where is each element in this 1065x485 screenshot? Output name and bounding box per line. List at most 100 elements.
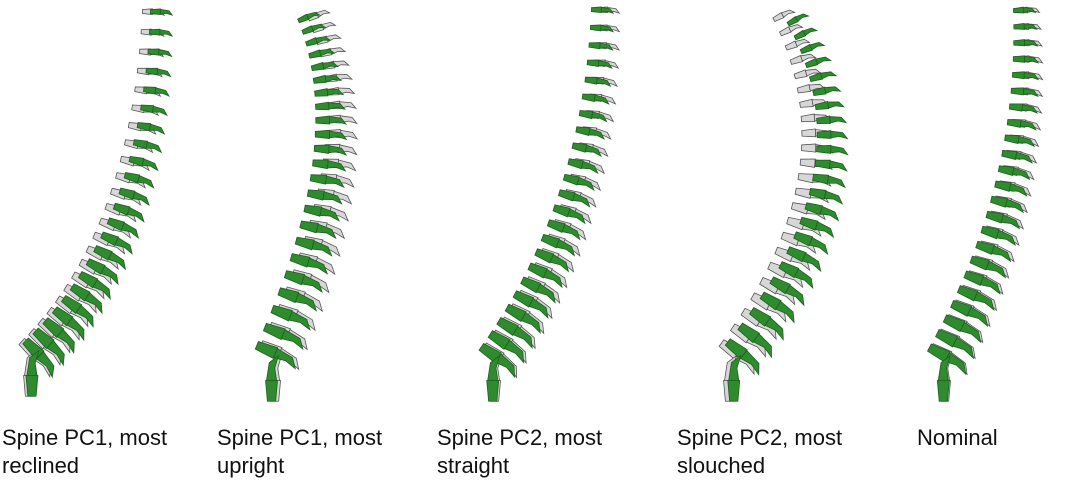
caption: Spine PC1, most reclined bbox=[2, 424, 167, 480]
vertebra bbox=[784, 38, 811, 51]
vertebra bbox=[534, 248, 570, 273]
vertebra bbox=[799, 42, 826, 55]
vertebra bbox=[772, 9, 796, 22]
vertebra bbox=[578, 110, 608, 123]
vertebra bbox=[586, 59, 613, 69]
vertebra bbox=[60, 294, 94, 328]
vertebra bbox=[145, 67, 172, 78]
caption: Spine PC2, most slouched bbox=[677, 424, 842, 480]
vertebra bbox=[496, 317, 533, 350]
vertebra bbox=[313, 144, 348, 156]
vertebra bbox=[132, 139, 163, 154]
vertebra bbox=[283, 270, 323, 294]
vertebra bbox=[93, 245, 127, 271]
vertebra bbox=[808, 71, 838, 83]
panel-pc1-reclined: Spine PC1, most reclined bbox=[0, 0, 215, 485]
vertebra bbox=[786, 13, 810, 27]
vertebra bbox=[1001, 150, 1034, 164]
vertebra bbox=[804, 202, 840, 222]
vertebra bbox=[297, 11, 321, 24]
vertebra bbox=[1013, 39, 1039, 47]
vertebra bbox=[589, 24, 615, 33]
green-spine bbox=[22, 8, 174, 397]
vertebra bbox=[990, 195, 1025, 214]
vertebra bbox=[557, 189, 591, 208]
caption: Spine PC1, most upright bbox=[217, 424, 382, 480]
vertebra bbox=[936, 354, 951, 402]
vertebra bbox=[305, 36, 332, 47]
caption: Nominal bbox=[917, 424, 998, 452]
green-spine bbox=[724, 13, 849, 402]
vertebra bbox=[147, 48, 173, 58]
vertebra bbox=[527, 262, 563, 289]
vertebra bbox=[963, 270, 1001, 295]
vertebra bbox=[994, 180, 1028, 197]
vertebra bbox=[270, 304, 311, 331]
vertebra bbox=[315, 115, 348, 125]
vertebra bbox=[520, 276, 556, 304]
vertebra bbox=[289, 253, 329, 275]
vertebra bbox=[575, 126, 605, 140]
panel-nominal: Nominal bbox=[915, 0, 1065, 485]
vertebra bbox=[980, 225, 1016, 246]
vertebra bbox=[1004, 134, 1036, 148]
panel-pc1-upright: Spine PC1, most upright bbox=[215, 0, 435, 485]
caption: Spine PC2, most straight bbox=[437, 424, 602, 480]
panel-pc2-slouched: Spine PC2, most slouched bbox=[675, 0, 915, 485]
vertebra bbox=[100, 231, 133, 255]
vertebra bbox=[314, 129, 348, 141]
vertebra bbox=[487, 330, 525, 364]
vertebra bbox=[778, 261, 814, 290]
vertebra bbox=[814, 159, 848, 172]
vertebra bbox=[42, 317, 75, 355]
vertebra bbox=[1012, 71, 1040, 81]
vertebra bbox=[737, 322, 772, 359]
spine-image bbox=[478, 6, 621, 402]
vertebra bbox=[540, 233, 576, 257]
green-spine bbox=[254, 11, 348, 402]
vertebra bbox=[724, 338, 760, 376]
vertebra bbox=[793, 27, 819, 41]
caption-line-2: straight bbox=[437, 453, 510, 478]
vertebra bbox=[546, 219, 581, 241]
vertebra bbox=[1010, 87, 1039, 98]
vertebra bbox=[312, 159, 347, 172]
spine-image bbox=[18, 8, 174, 397]
vertebra bbox=[1012, 6, 1037, 14]
vertebra bbox=[985, 210, 1021, 230]
vertebra bbox=[799, 216, 835, 239]
caption-line-1: Spine PC1, most bbox=[2, 425, 168, 450]
vertebra bbox=[315, 101, 346, 111]
vertebra bbox=[816, 115, 848, 125]
vertebra bbox=[106, 217, 140, 240]
vertebra bbox=[769, 276, 805, 307]
vertebra bbox=[567, 158, 599, 175]
vertebra bbox=[793, 231, 829, 256]
vertebra bbox=[77, 271, 111, 301]
spine-image bbox=[926, 6, 1044, 402]
vertebra bbox=[1013, 22, 1038, 30]
vertebra bbox=[804, 56, 832, 69]
vertebra bbox=[504, 303, 541, 335]
vertebra bbox=[935, 329, 975, 360]
vertebra bbox=[136, 122, 166, 135]
vertebra bbox=[997, 165, 1031, 181]
vertebra bbox=[759, 291, 795, 324]
vertebra bbox=[314, 88, 345, 97]
vertebra bbox=[112, 202, 145, 223]
vertebra bbox=[308, 48, 336, 59]
vertebra bbox=[816, 144, 849, 156]
gray-spine bbox=[258, 9, 359, 402]
vertebra bbox=[956, 285, 995, 312]
vertebra bbox=[581, 93, 610, 105]
vertebra bbox=[748, 306, 784, 341]
vertebra bbox=[301, 23, 327, 35]
vertebra bbox=[975, 240, 1012, 263]
vertebra bbox=[969, 255, 1007, 279]
vertebra bbox=[299, 220, 337, 240]
vertebra bbox=[812, 173, 846, 189]
vertebra bbox=[150, 8, 174, 16]
vertebra bbox=[309, 174, 345, 189]
caption-line-2: slouched bbox=[677, 453, 766, 478]
vertebra bbox=[303, 204, 340, 222]
